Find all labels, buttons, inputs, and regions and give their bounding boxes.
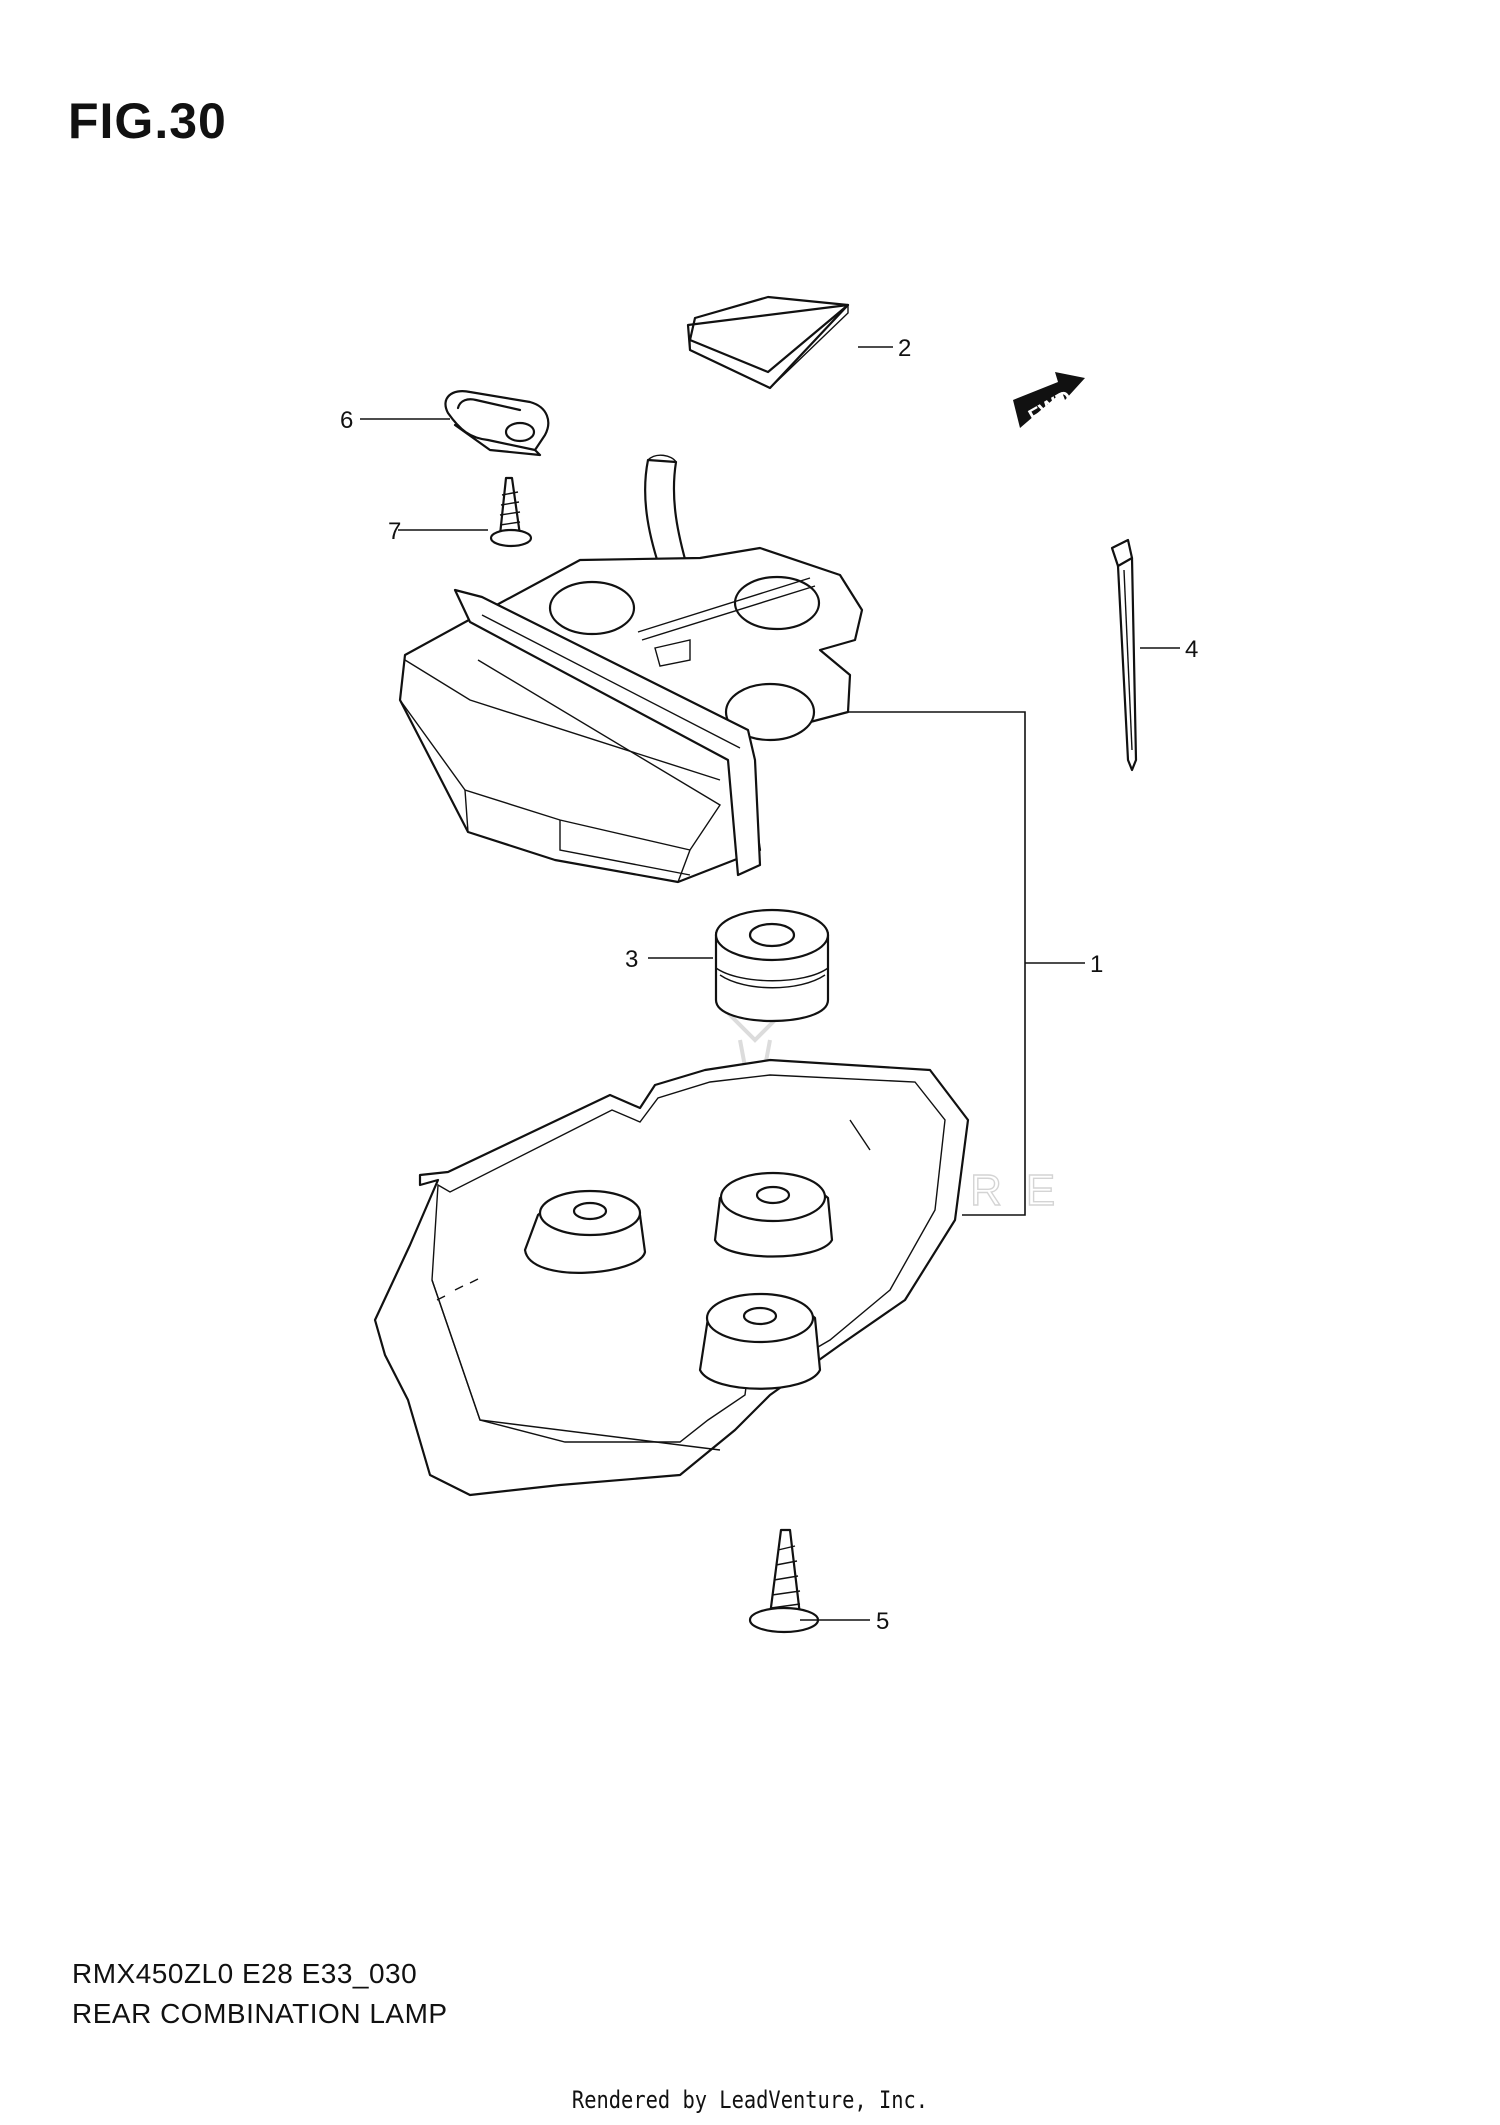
callout-7: 7 — [388, 518, 401, 545]
part-4-cable-tie — [1110, 538, 1138, 772]
rendered-by-footer: Rendered by LeadVenture, Inc. — [571, 2086, 929, 2114]
model-code: RMX450ZL0 E28 E33_030 — [72, 1958, 418, 1989]
callout-1: 1 — [1090, 951, 1103, 978]
callout-6: 6 — [340, 407, 353, 434]
callout-5: 5 — [876, 1608, 889, 1635]
figure-title: FIG.30 — [68, 93, 227, 149]
part-1-lamp-body — [398, 454, 864, 884]
callout-numbers: 2 6 7 4 1 3 5 — [340, 335, 1198, 1635]
assembly-name: REAR COMBINATION LAMP — [72, 1998, 448, 2029]
callout-4: 4 — [1185, 636, 1198, 663]
part-6-cable-clamp — [444, 390, 550, 457]
leader-lines — [360, 346, 1180, 1621]
part-2-reflector-pad — [686, 295, 850, 390]
part-5-large-screw — [748, 1528, 820, 1634]
part-1-lamp-housing — [373, 1058, 970, 1497]
part-7-small-screw — [489, 476, 533, 548]
fwd-direction-badge: FWD — [1013, 372, 1085, 428]
part-3-grommet — [714, 908, 830, 1022]
callout-3: 3 — [625, 946, 638, 973]
callout-2: 2 — [898, 335, 911, 362]
